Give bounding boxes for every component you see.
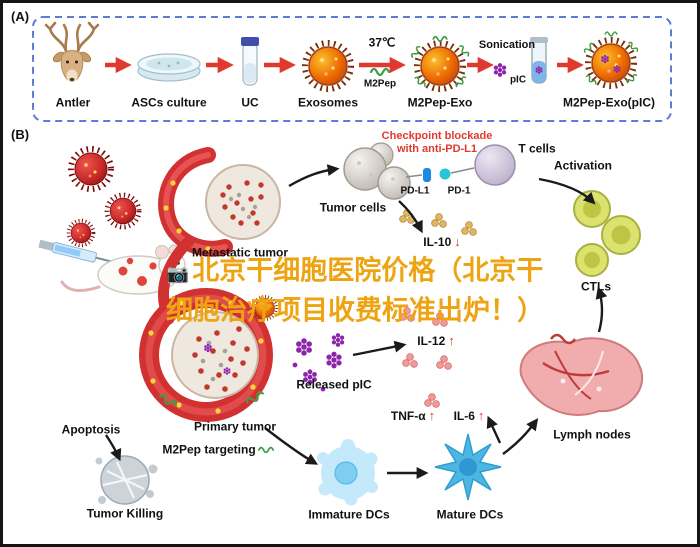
immature-dc-icon bbox=[317, 439, 378, 506]
panel-b-tag: (B) bbox=[11, 127, 30, 142]
pd-l1-icon bbox=[423, 168, 431, 182]
label-ctls: CTLs bbox=[581, 279, 611, 294]
camera-emoji-icon: 📷 bbox=[166, 263, 190, 284]
diagram-graphics bbox=[32, 16, 672, 506]
mature-dc-icon bbox=[434, 433, 502, 501]
label-tnf-alpha: TNF-α↑ bbox=[390, 407, 436, 423]
antler-deer-icon bbox=[44, 21, 100, 83]
label-pic: pIC bbox=[509, 74, 527, 86]
watermark-text: 📷北京干细胞医院价格（北京干 细胞治疗项目收费标准出炉！） bbox=[166, 253, 544, 330]
pd-1-icon bbox=[439, 168, 451, 180]
tumor-cells-icon bbox=[343, 142, 411, 200]
label-activation: Activation bbox=[553, 158, 613, 173]
tnf-up-arrow-icon: ↑ bbox=[428, 407, 436, 423]
label-ascs-culture: ASCs culture bbox=[131, 95, 207, 110]
label-m2pep-targeting: M2Pep targeting bbox=[162, 442, 256, 457]
label-il12: IL-12↑ bbox=[417, 332, 455, 348]
label-uc: UC bbox=[241, 95, 259, 110]
label-lymph-nodes: Lymph nodes bbox=[553, 427, 631, 442]
label-tumor-killing: Tumor Killing bbox=[86, 506, 164, 521]
label-temperature: 37℃ bbox=[368, 35, 396, 50]
label-sonication: Sonication bbox=[478, 38, 536, 51]
label-immature-dcs: Immature DCs bbox=[308, 507, 390, 522]
apoptotic-cell-icon bbox=[95, 455, 158, 505]
virus-particle-icons bbox=[66, 149, 139, 248]
label-mature-dcs: Mature DCs bbox=[436, 507, 504, 522]
pd-l1-pd-1-icons bbox=[405, 167, 475, 182]
label-pd-1: PD-1 bbox=[447, 185, 471, 197]
centrifuge-tube-icon bbox=[241, 37, 259, 86]
label-released-pic: Released pIC bbox=[296, 377, 372, 392]
watermark-line2: 细胞治疗项目收费标准出炉！） bbox=[166, 295, 544, 326]
sonication-tube-icon bbox=[530, 37, 548, 84]
label-checkpoint-line2: with anti-PD-L1 bbox=[396, 142, 478, 155]
flow-arrow-icons bbox=[105, 164, 608, 479]
label-m2pep-exo: M2Pep-Exo bbox=[407, 95, 473, 110]
label-tumor-cells: Tumor cells bbox=[319, 200, 387, 215]
label-m2pep-exo-pic: M2Pep-Exo(pIC) bbox=[562, 95, 656, 110]
label-il10: IL-10↓ bbox=[423, 233, 461, 249]
label-il6: IL-6↑ bbox=[453, 407, 485, 423]
label-t-cells: T cells bbox=[518, 141, 556, 156]
petri-dish-icon bbox=[137, 53, 201, 82]
panel-a-border bbox=[32, 16, 672, 122]
released-pic-icon bbox=[292, 333, 345, 392]
t-cell-icon bbox=[474, 144, 516, 186]
il10-down-arrow-icon: ↓ bbox=[454, 233, 461, 249]
panel-a-tag: (A) bbox=[11, 9, 30, 24]
label-antler: Antler bbox=[55, 95, 91, 110]
label-exosomes: Exosomes bbox=[297, 95, 359, 110]
il6-up-arrow-icon: ↑ bbox=[477, 407, 485, 423]
label-apoptosis: Apoptosis bbox=[61, 422, 121, 437]
ctl-cells-icon bbox=[573, 190, 641, 277]
watermark-line1: 📷北京干细胞医院价格（北京干 bbox=[166, 255, 544, 286]
lymph-nodes-icon bbox=[519, 333, 644, 416]
label-pd-l1: PD-L1 bbox=[400, 185, 430, 197]
label-checkpoint-line1: Checkpoint blockade bbox=[381, 129, 493, 142]
label-m2pep: M2Pep bbox=[363, 78, 397, 90]
label-primary-tumor: Primary tumor bbox=[193, 419, 277, 434]
il12-up-arrow-icon: ↑ bbox=[448, 332, 455, 348]
primary-tumor-icon bbox=[139, 288, 278, 454]
label-metastatic-tumor: Metastatic tumor bbox=[191, 245, 289, 260]
